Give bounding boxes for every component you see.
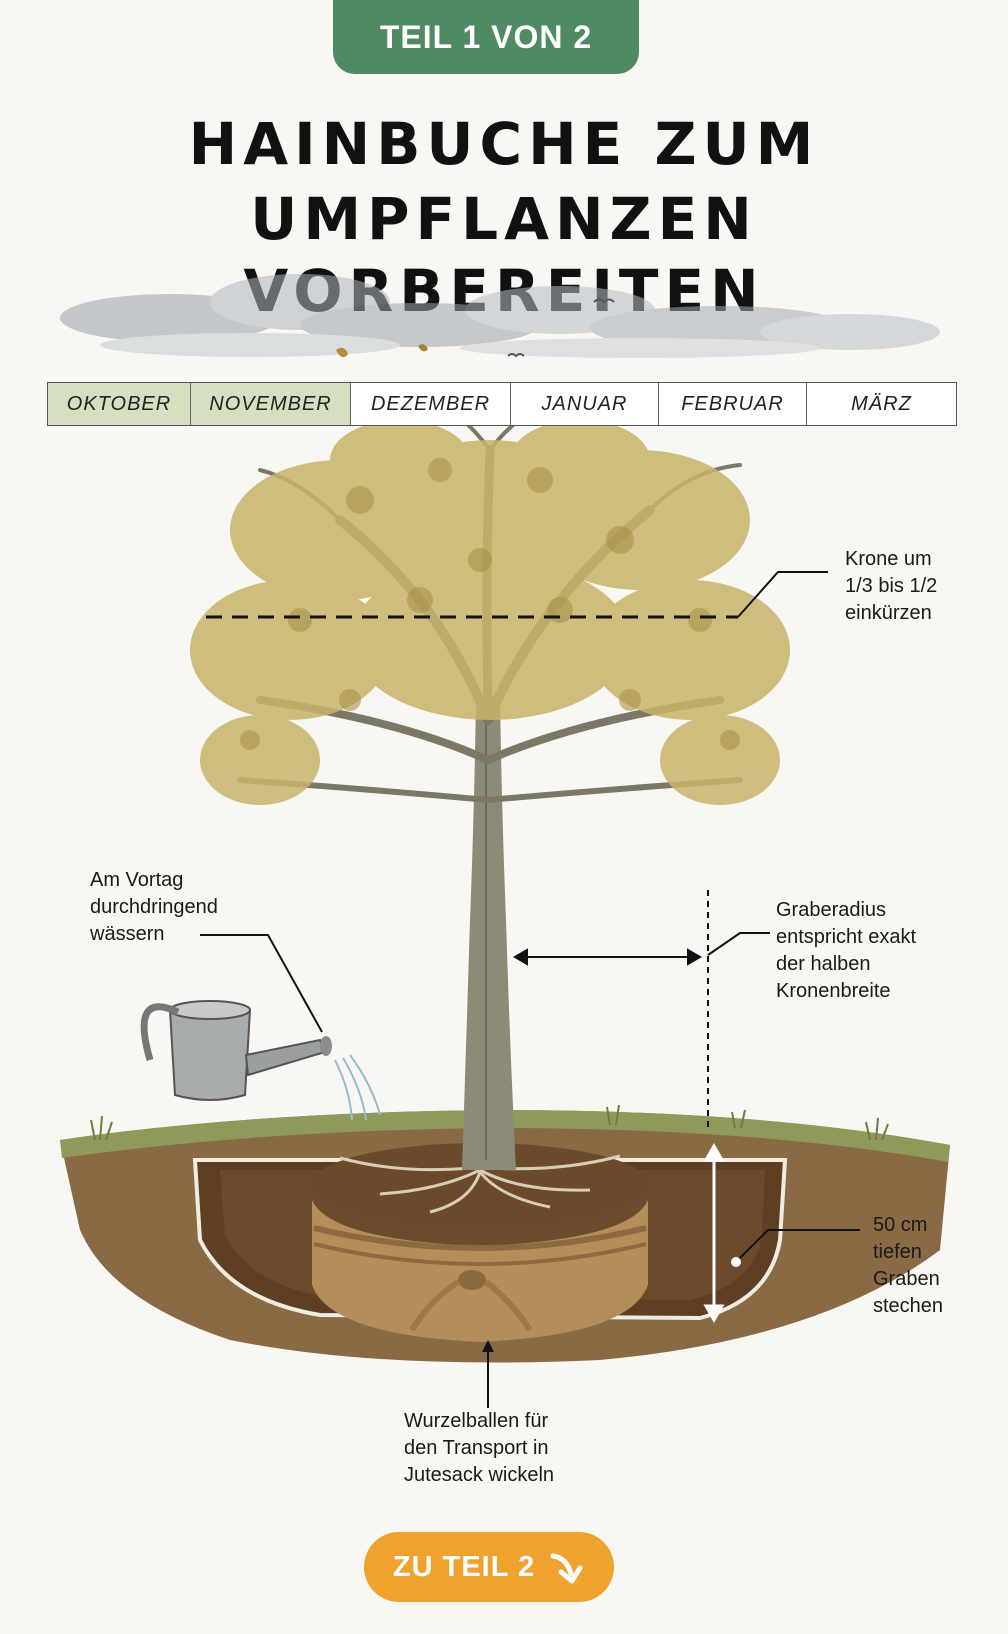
next-part-button[interactable]: ZU TEIL 2	[364, 1532, 614, 1602]
next-part-label: ZU TEIL 2	[392, 1550, 536, 1583]
falling-leaf-icon	[336, 347, 348, 358]
tree-crown-texture	[240, 458, 740, 750]
depth-arrow	[703, 1142, 725, 1324]
month-november: NOVEMBER	[191, 383, 351, 425]
month-oktober: OKTOBER	[48, 383, 191, 425]
root-ball	[310, 1143, 650, 1342]
birds	[507, 298, 615, 358]
radius-arrow	[513, 890, 770, 1130]
grass	[90, 1104, 889, 1141]
depth-leader-dot	[731, 1257, 741, 1267]
tree-crown	[190, 420, 790, 805]
depth-note: 50 cm tiefen Graben stechen	[873, 1214, 944, 1317]
arrow-down-right-icon	[550, 1553, 583, 1584]
clouds	[60, 274, 940, 358]
water-note: Am Vortag durchdringend wässern	[90, 869, 218, 945]
depth-leader-line	[735, 1229, 860, 1263]
rootball-note: Wurzelballen für den Transport in Jutesa…	[404, 1410, 555, 1486]
month-februar: FEBRUAR	[659, 383, 807, 425]
month-maerz: MÄRZ	[851, 392, 912, 415]
radius-note: Graberadius entspricht exakt der halben …	[776, 899, 917, 1002]
water-leader-line	[200, 934, 323, 1033]
rootball-leader-arrowhead	[482, 1340, 494, 1352]
part-badge: TEIL 1 VON 2	[333, 0, 639, 74]
page-title-line1: HAINBUCHE ZUM	[188, 110, 820, 178]
falling-leaf-icon	[418, 344, 428, 352]
watering-can-icon	[140, 1000, 381, 1121]
crown-note: Krone um 1/3 bis 1/2 einkürzen	[845, 548, 938, 624]
tree-trunk	[462, 700, 516, 1170]
crown-cut-line	[206, 571, 828, 619]
month-januar: JANUAR	[511, 383, 659, 425]
month-dezember: DEZEMBER	[351, 383, 511, 425]
